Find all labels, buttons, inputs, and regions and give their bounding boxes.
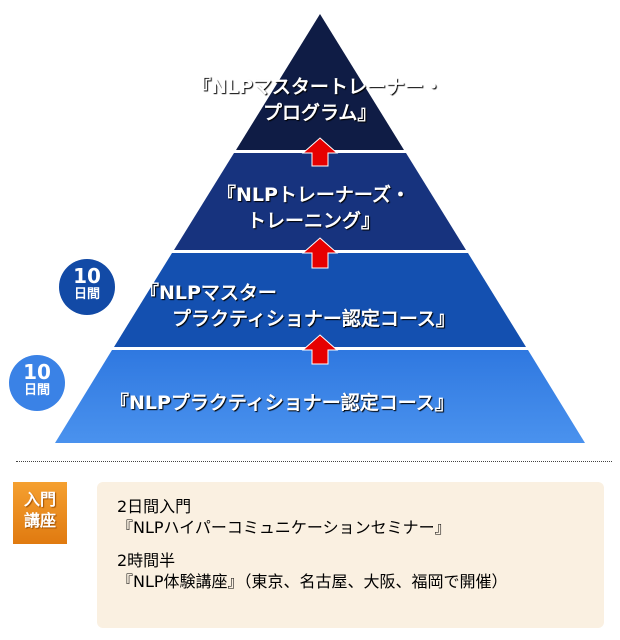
tier-4-line1: 『NLPプラクティショナー認定コース』: [110, 392, 454, 414]
divider: [16, 461, 612, 462]
duration-badge: 10 日間: [9, 355, 65, 411]
pyramid: [55, 14, 585, 443]
tier-3-line1: 『NLPマスター: [140, 282, 277, 304]
tier-master-trainer: [236, 14, 404, 150]
badge-number: 10: [23, 360, 51, 384]
arrow-up-icon: [301, 237, 339, 269]
arrow-up-icon: [301, 334, 339, 365]
tier-2-line2: トレーニング』: [247, 210, 381, 232]
tier-1-line1: 『NLPマスタートレーナー・: [192, 76, 443, 98]
badge-unit: 日間: [73, 287, 100, 302]
badge-unit: 日間: [23, 383, 50, 398]
arrow-up-icon: [301, 137, 339, 167]
intro-label: 入門 講座: [13, 482, 67, 544]
course-duration: 2日間入門: [117, 497, 192, 516]
intro-label-line2: 講座: [23, 511, 56, 530]
tier-trainers-training: [174, 153, 466, 250]
tier-1-line2: プログラム』: [263, 102, 377, 124]
duration-badge: 10 日間: [59, 259, 115, 315]
course-title: 『NLP体験講座』（東京、名古屋、大阪、福岡で開催）: [117, 572, 508, 591]
tier-master-practitioner: [114, 253, 526, 347]
tier-3-line2: プラクティショナー認定コース』: [172, 308, 455, 330]
course-duration: 2時間半: [117, 551, 176, 570]
intro-courses-box: 2日間入門 『NLPハイパーコミュニケーションセミナー』 2時間半 『NLP体験…: [97, 482, 604, 628]
course-title: 『NLPハイパーコミュニケーションセミナー』: [117, 518, 451, 537]
tier-practitioner: [55, 350, 585, 443]
intro-label-line1: 入門: [23, 490, 56, 509]
tier-2-line1: 『NLPトレーナーズ・: [217, 184, 410, 206]
badge-number: 10: [73, 264, 101, 288]
